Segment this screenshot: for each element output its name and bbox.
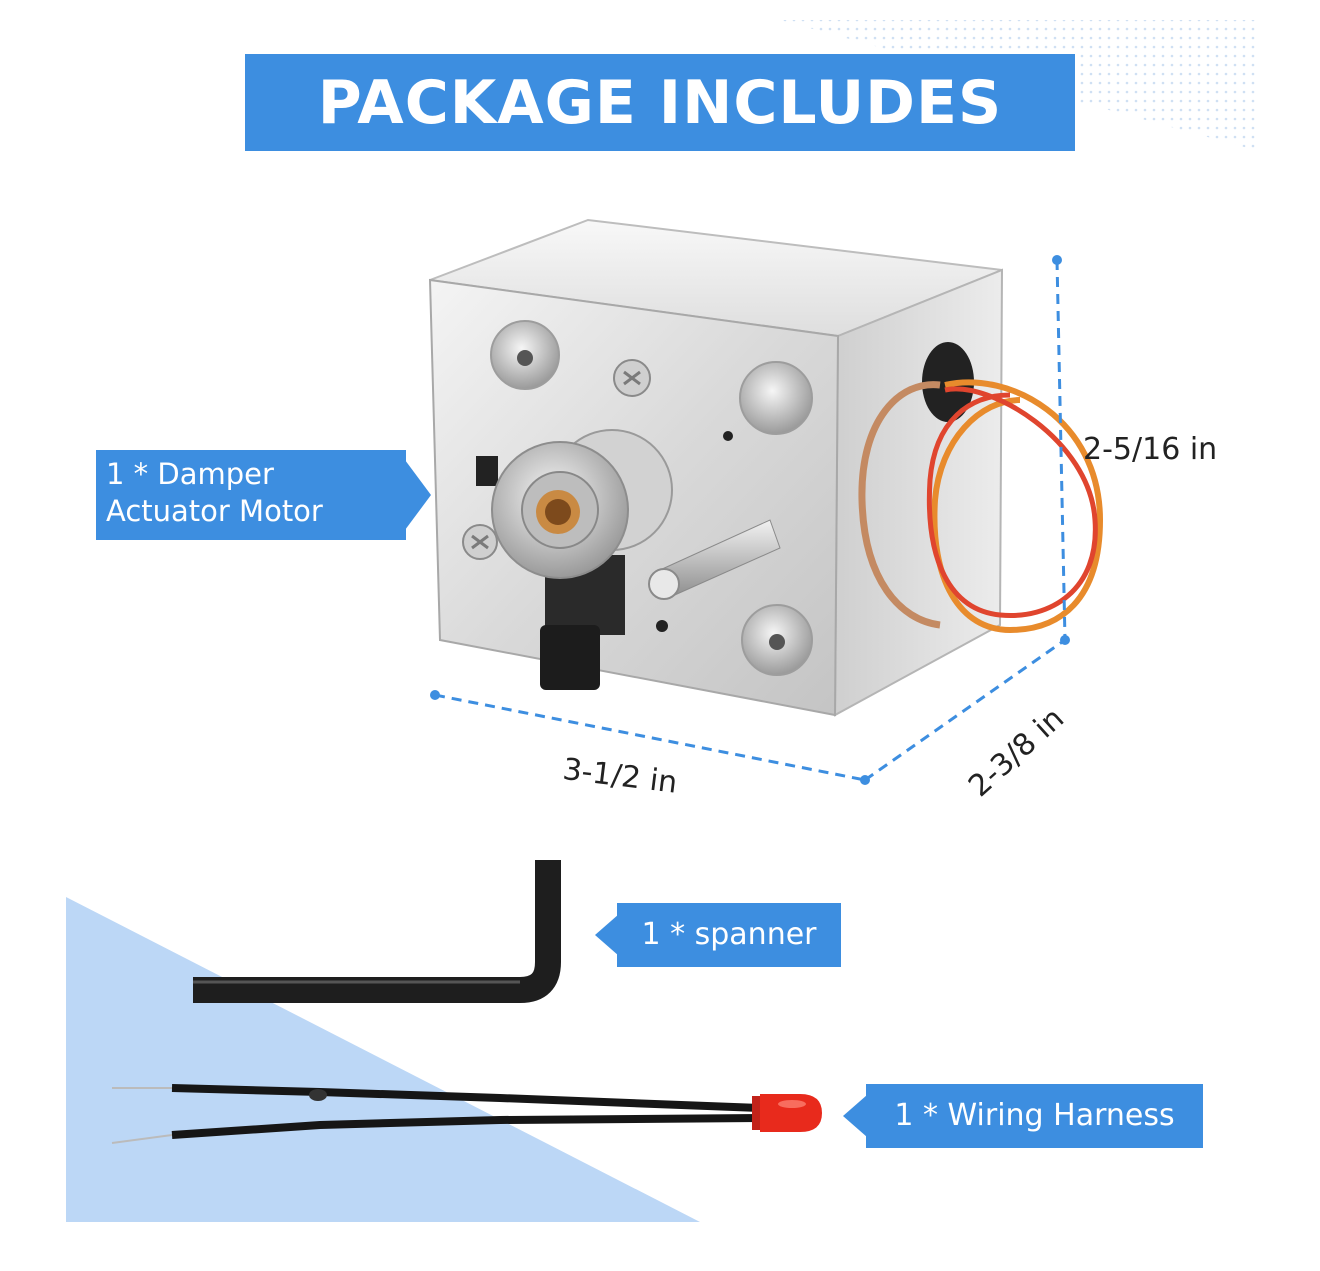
harness-label-pointer [843,1095,867,1137]
dimension-height-label: 2-5/16 in [1083,432,1218,467]
motor-label: 1 * Damper Actuator Motor [96,450,406,540]
page-title: PACKAGE INCLUDES [317,67,1003,138]
spanner-label-text: 1 * spanner [641,917,817,952]
motor-label-pointer [405,460,431,530]
harness-label-text: 1 * Wiring Harness [894,1098,1175,1133]
spanner-label: 1 * spanner [617,903,841,967]
page-title-banner: PACKAGE INCLUDES [245,54,1075,151]
spanner-label-pointer [595,914,619,956]
harness-label: 1 * Wiring Harness [866,1084,1203,1148]
